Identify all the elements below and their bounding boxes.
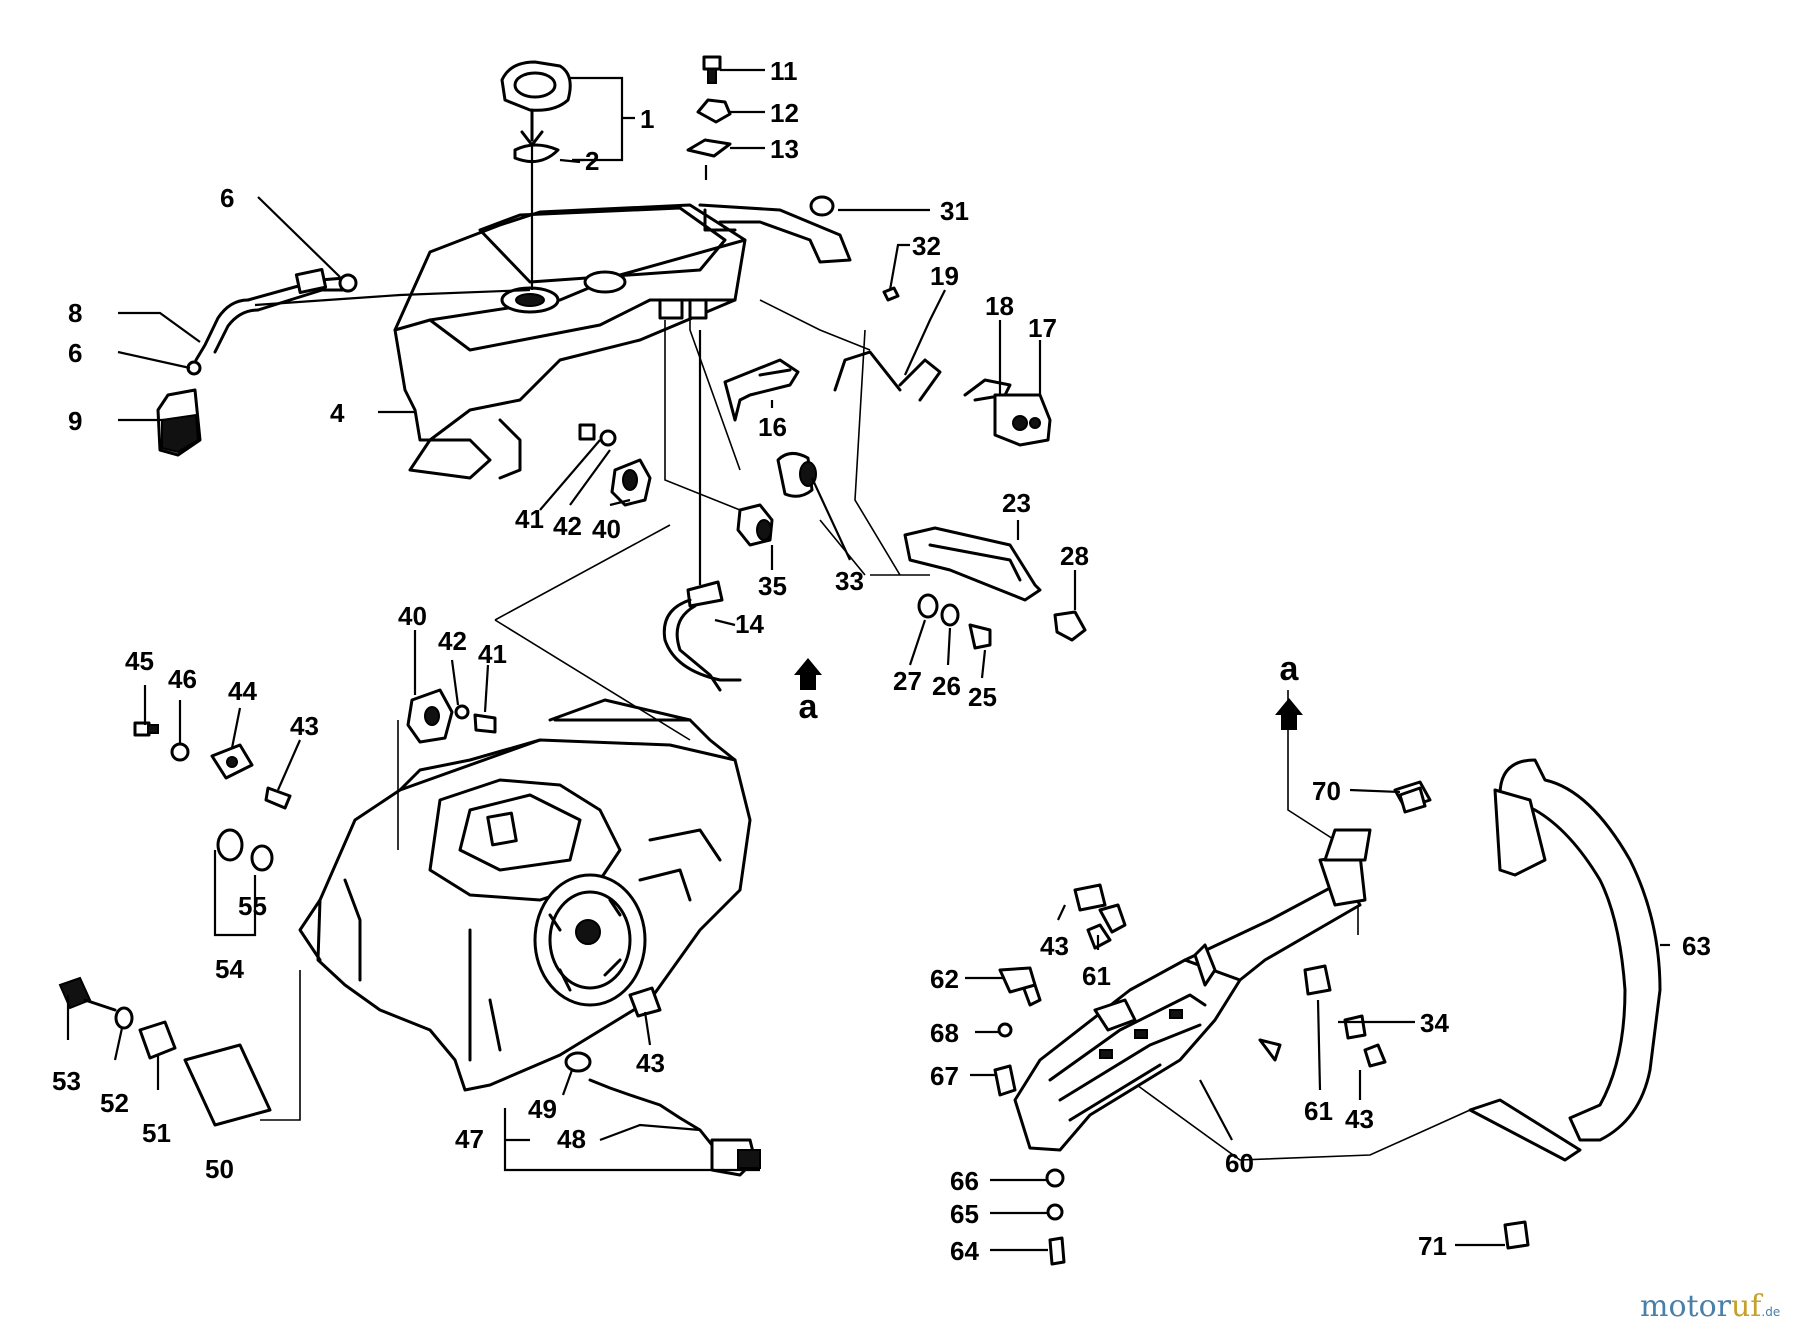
callout-43a: 43 xyxy=(290,711,319,741)
crankcase xyxy=(298,698,752,1092)
callout-11: 11 xyxy=(770,56,798,86)
callout-70: 70 xyxy=(1312,776,1341,806)
fuel-tank-housing xyxy=(393,203,852,480)
callout-31: 31 xyxy=(940,196,969,226)
callout-40b: 40 xyxy=(398,601,427,631)
callout-14: 14 xyxy=(735,609,764,639)
callout-6a: 6 xyxy=(220,183,234,213)
callout-2: 2 xyxy=(585,146,599,176)
watermark-motor: motor xyxy=(1640,1289,1732,1324)
callout-44: 44 xyxy=(228,676,257,706)
bottom-plate xyxy=(1013,828,1372,1152)
svg-text:motoruf.de: motoruf.de xyxy=(1640,1289,1780,1324)
callout-71: 71 xyxy=(1418,1231,1447,1261)
callout-54: 54 xyxy=(215,954,244,984)
direction-marker-a-left: a xyxy=(799,688,819,726)
callout-43b: 43 xyxy=(636,1048,665,1078)
callout-40a: 40 xyxy=(592,514,621,544)
callout-67: 67 xyxy=(930,1061,959,1091)
callout-66: 66 xyxy=(950,1166,979,1196)
callout-61b: 61 xyxy=(1304,1096,1333,1126)
callout-68: 68 xyxy=(930,1018,959,1048)
callout-35: 35 xyxy=(758,571,787,601)
left-small-parts xyxy=(58,721,292,1127)
callout-42a: 42 xyxy=(553,511,582,541)
callout-45: 45 xyxy=(125,646,154,676)
watermark-uf: uf xyxy=(1731,1289,1763,1324)
direction-marker-a-right: a xyxy=(1280,650,1300,688)
callout-6b: 6 xyxy=(68,338,82,368)
callout-47: 47 xyxy=(455,1124,484,1154)
watermark-suffix: .de xyxy=(1761,1305,1780,1319)
fuel-line-assembly xyxy=(156,267,531,457)
callout-62: 62 xyxy=(930,964,959,994)
callout-64: 64 xyxy=(950,1236,979,1266)
callout-42b: 42 xyxy=(438,626,467,656)
callout-51: 51 xyxy=(142,1118,171,1148)
callout-32: 32 xyxy=(912,231,941,261)
throttle-linkage xyxy=(833,350,1052,447)
crankcase-accessories xyxy=(564,986,761,1177)
callout-65: 65 xyxy=(950,1199,979,1229)
callout-27: 27 xyxy=(893,666,922,696)
watermark-logo: motoruf.de xyxy=(1640,1289,1780,1324)
callout-46: 46 xyxy=(168,664,197,694)
callout-8: 8 xyxy=(68,298,82,328)
callout-17: 17 xyxy=(1028,313,1057,343)
callout-48: 48 xyxy=(557,1124,586,1154)
callout-13: 13 xyxy=(770,134,799,164)
callout-63: 63 xyxy=(1682,931,1711,961)
callout-1: 1 xyxy=(640,104,654,134)
fuel-cap xyxy=(500,60,572,290)
callout-43d: 43 xyxy=(1345,1104,1374,1134)
callout-28: 28 xyxy=(1060,541,1089,571)
rear-guard-plate xyxy=(903,526,1087,650)
callout-4: 4 xyxy=(330,398,345,428)
callout-60: 60 xyxy=(1225,1148,1254,1178)
callout-19: 19 xyxy=(930,261,959,291)
front-handle xyxy=(1393,758,1662,1250)
callout-50: 50 xyxy=(205,1154,234,1184)
callout-41a: 41 xyxy=(515,504,544,534)
callout-61a: 61 xyxy=(1082,961,1111,991)
callout-49: 49 xyxy=(528,1094,557,1124)
callout-52: 52 xyxy=(100,1088,129,1118)
callout-9: 9 xyxy=(68,406,82,436)
callout-33: 33 xyxy=(835,566,864,596)
callout-labels: 1 2 4 6 6 8 9 11 12 13 14 16 17 18 19 23… xyxy=(52,56,1711,1266)
leader-lines xyxy=(66,68,1670,1252)
av-mount-lower xyxy=(406,688,497,744)
top-small-parts xyxy=(686,55,732,180)
direction-arrows xyxy=(794,658,1303,730)
callout-25: 25 xyxy=(968,682,997,712)
av-mount-upper xyxy=(578,423,652,507)
callout-26: 26 xyxy=(932,671,961,701)
callout-53: 53 xyxy=(52,1066,81,1096)
stop-switch-wire xyxy=(662,330,742,692)
callout-43c: 43 xyxy=(1040,931,1069,961)
callout-16: 16 xyxy=(758,412,787,442)
callout-55: 55 xyxy=(238,891,267,921)
callout-34: 34 xyxy=(1420,1008,1449,1038)
callout-41b: 41 xyxy=(478,639,507,669)
vibration-damping-parts xyxy=(723,195,900,547)
right-small-parts xyxy=(993,786,1427,1266)
callout-18: 18 xyxy=(985,291,1014,321)
callout-23: 23 xyxy=(1002,488,1031,518)
callout-12: 12 xyxy=(770,98,799,128)
